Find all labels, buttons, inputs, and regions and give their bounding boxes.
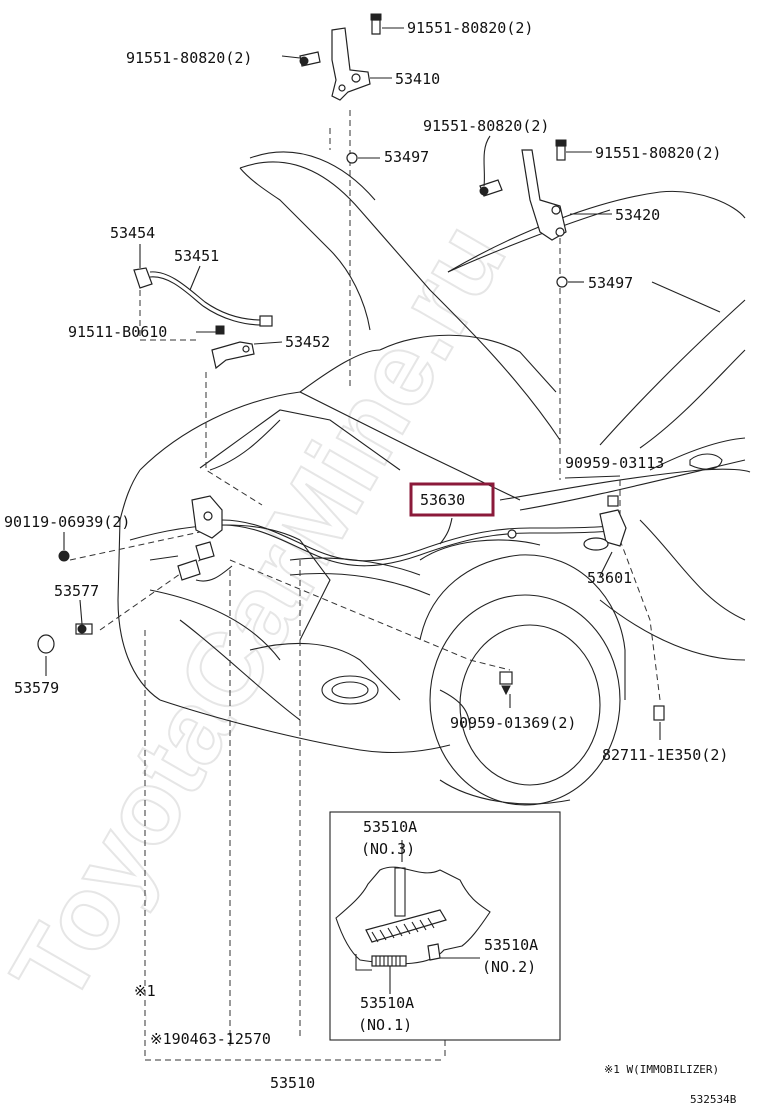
label-clip-82711-1e350[interactable]: 82711-1E350(2)	[602, 746, 728, 764]
label-cushion-53497-a[interactable]: 53497	[384, 148, 429, 166]
label-part-53452[interactable]: 53452	[285, 333, 330, 351]
label-bolt-91551-80820-b[interactable]: 91551-80820(2)	[126, 49, 252, 67]
label-spring-53510a-no1-sub: (NO.1)	[358, 1016, 412, 1034]
label-lock-53510[interactable]: 53510	[270, 1074, 315, 1092]
label-bolt-90119-06939[interactable]: 90119-06939(2)	[4, 513, 130, 531]
figure-code: 532534B	[690, 1093, 737, 1106]
label-clip-90959-01369[interactable]: 90959-01369(2)	[450, 714, 576, 732]
car-body-outline	[117, 299, 751, 806]
leader-lines	[45, 27, 721, 740]
cushion-right	[556, 276, 568, 288]
footnote: ※1 W(IMMOBILIZER)	[604, 1063, 719, 1076]
hood-support-rod	[133, 267, 273, 370]
reference-lines	[69, 110, 661, 1061]
label-clip-90959-03113[interactable]: 90959-03113	[565, 454, 664, 472]
hood-hinge-left	[299, 13, 382, 101]
label-bolt-91551-80820-c[interactable]: 91551-80820(2)	[423, 117, 549, 135]
label-bolt-91551-80820-d[interactable]: 91551-80820(2)	[595, 144, 721, 162]
spring-inset	[329, 811, 561, 1041]
label-hinge-53410[interactable]: 53410	[395, 70, 440, 88]
release-lever	[583, 495, 665, 721]
label-spring-53510a-no1[interactable]: 53510A	[360, 994, 414, 1012]
label-spring-53510a-no2[interactable]: 53510A	[484, 936, 538, 954]
label-part-53451[interactable]: 53451	[174, 247, 219, 265]
label-mark-1: ※1	[134, 982, 156, 1000]
label-part-53454[interactable]: 53454	[110, 224, 155, 242]
label-lever-53601[interactable]: 53601	[587, 569, 632, 587]
label-part-53579[interactable]: 53579	[14, 679, 59, 697]
label-part-53577[interactable]: 53577	[54, 582, 99, 600]
label-switch-90463-12570[interactable]: ※190463-12570	[150, 1030, 271, 1048]
cushion-left	[346, 152, 358, 164]
part-highlight	[409, 482, 495, 517]
label-bolt-91551-80820-a[interactable]: 91551-80820(2)	[407, 19, 533, 37]
hood-hinge-right	[479, 139, 567, 241]
label-spring-53510a-no3-sub: (NO.3)	[361, 840, 415, 858]
release-cable	[221, 519, 611, 696]
label-spring-53510a-no2-sub: (NO.2)	[482, 958, 536, 976]
label-cable-53630[interactable]: 53630	[420, 491, 465, 509]
hood-outline	[239, 151, 746, 441]
part-labels: 91551-80820(2) 91551-80820(2) 53410 5349…	[4, 19, 737, 1106]
label-bolt-91511-b0610[interactable]: 91511-B0610	[68, 323, 167, 341]
label-hinge-53420[interactable]: 53420	[615, 206, 660, 224]
label-spring-53510a-no3[interactable]: 53510A	[363, 818, 417, 836]
label-cushion-53497-b[interactable]: 53497	[588, 274, 633, 292]
hood-lock-assembly	[37, 495, 233, 654]
